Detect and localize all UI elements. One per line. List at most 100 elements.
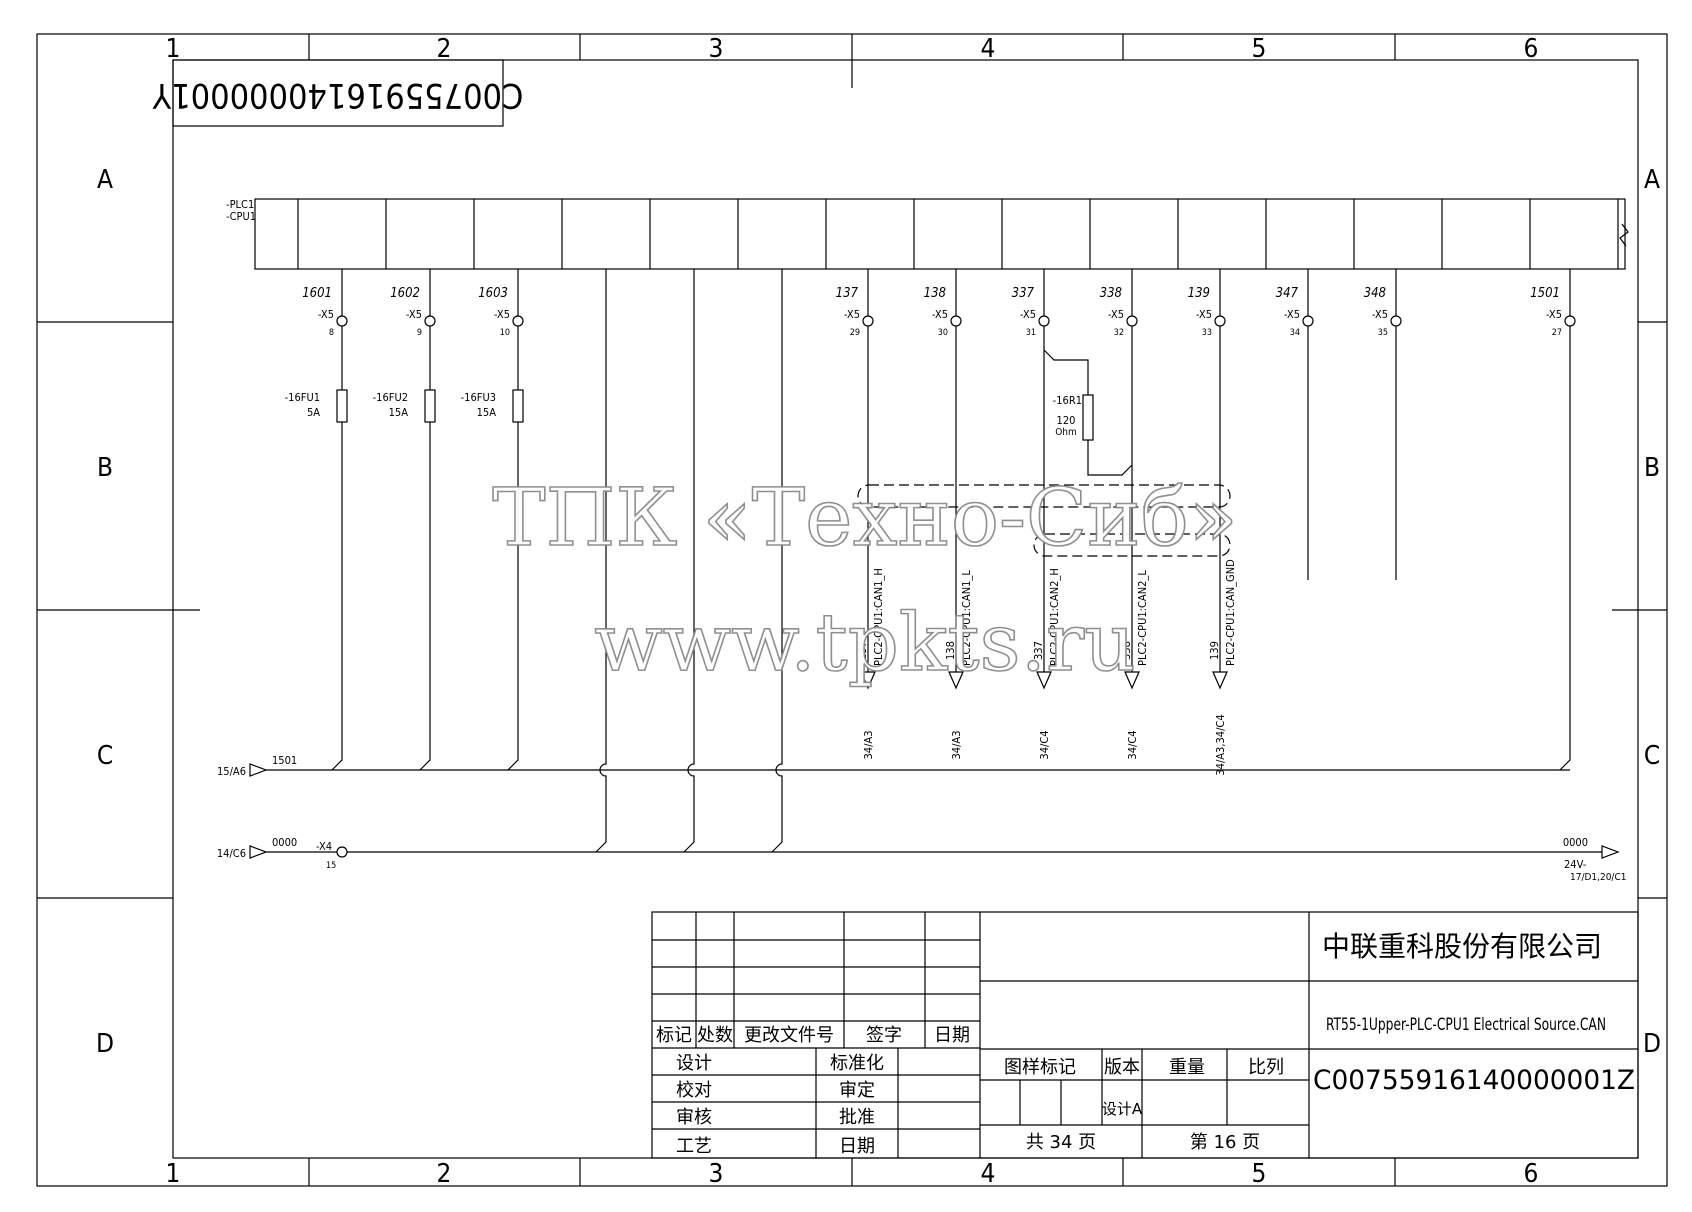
label-check: 校对: [676, 1080, 712, 1101]
column-label-top: 5: [1252, 34, 1267, 64]
watermark-line2: www.tpkts.ru: [594, 596, 1136, 689]
wire-number: 347: [1276, 286, 1299, 301]
fuse-symbol: [336, 389, 348, 423]
wire-number: 337: [1012, 286, 1035, 301]
bus-out-ref: 17/D1,20/C1: [1570, 872, 1626, 883]
drawing-number: C00755916140000001Z: [1313, 1065, 1635, 1096]
attr-weight: 重量: [1169, 1057, 1205, 1078]
terminal-pin: 9: [417, 328, 422, 338]
row-label-right: C: [1644, 741, 1660, 771]
attr-drawing-mark: 图样标记: [1004, 1057, 1076, 1078]
wire-segment: [595, 269, 607, 853]
terminal-circle: [862, 315, 874, 327]
version-value: 设计A: [1102, 1100, 1143, 1118]
wire-segment: [1559, 326, 1571, 771]
drawing-title: RT55-1Upper-PLC-CPU1 Electrical Source.C…: [1326, 1015, 1606, 1035]
terminal-name: -X5: [1108, 308, 1124, 321]
terminal-circle: [336, 315, 348, 327]
wire-number: 348: [1364, 286, 1386, 301]
wire-segment: [771, 269, 783, 853]
cable-shield: [1033, 533, 1231, 557]
attr-version: 版本: [1104, 1057, 1140, 1078]
rev-header-mark: 标记: [656, 1025, 692, 1046]
fuse-rating: 15A: [477, 406, 497, 419]
terminal-circle: [1564, 315, 1576, 327]
row-label-right: D: [1643, 1029, 1661, 1059]
terminal-circle: [1302, 315, 1314, 327]
terminal-name: -X5: [1546, 308, 1562, 321]
terminal-name: -X5: [1196, 308, 1212, 321]
label-review: 审核: [676, 1107, 712, 1128]
terminal-name: -X5: [318, 308, 334, 321]
terminal-name: -X5: [406, 308, 422, 321]
signal-label: PLC2-CPU1:CAN1_H: [872, 568, 885, 666]
page-number: 第 16 页: [1190, 1132, 1260, 1153]
wire-number: 338: [1100, 286, 1122, 301]
label-audit: 审定: [839, 1080, 875, 1101]
terminal-pin: 8: [329, 328, 334, 338]
signal-arrow: [948, 671, 964, 690]
label-process: 工艺: [676, 1136, 712, 1157]
terminal-pin: 29: [850, 328, 860, 338]
column-label-bottom: 1: [166, 1159, 181, 1189]
column-label-top: 6: [1524, 34, 1539, 64]
signal-ref: 34/A3,34/C4: [1214, 714, 1227, 775]
bus-wire: 1501: [272, 754, 297, 767]
terminal-circle: [512, 315, 524, 327]
wire-number: 1603: [478, 286, 508, 301]
resistor-unit: Ohm: [1055, 427, 1077, 438]
terminal-name: -X5: [1284, 308, 1300, 321]
terminal-name: -X5: [494, 308, 510, 321]
attr-scale: 比列: [1248, 1057, 1284, 1078]
wire-number: 1601: [302, 286, 332, 301]
bus-ref: 14/C6: [217, 847, 246, 860]
wire-segment: [683, 269, 695, 853]
bus-out-wire: 0000: [1563, 836, 1588, 849]
fuse-name: -16FU1: [285, 391, 320, 404]
stamp-top: C00755916140000001Y: [152, 75, 523, 115]
signal-number: 138: [944, 641, 957, 660]
signal-label: PLC2-CPU1:CAN2_L: [1136, 570, 1149, 666]
label-date: 日期: [839, 1136, 875, 1157]
signal-ref: 34/A3: [862, 731, 875, 760]
signal-label: PLC2-CPU1:CAN1_L: [960, 570, 973, 666]
plc-label-2: -CPU1: [226, 210, 256, 223]
wire-number: 1602: [390, 286, 420, 301]
signal-ref: 34/A3: [950, 731, 963, 760]
terminal-name: -X5: [1020, 308, 1036, 321]
row-ticks: [37, 321, 1667, 899]
signal-label: PLC2-CPU1:CAN2_H: [1048, 568, 1061, 666]
signal-label: PLC2-CPU1:CAN_GND: [1224, 559, 1237, 666]
terminal-name: -X5: [932, 308, 948, 321]
cable-shield: [857, 484, 1231, 508]
terminal-circle: [336, 846, 348, 858]
terminal-pin: 15: [326, 861, 336, 871]
terminal-circle: [424, 315, 436, 327]
label-design: 设计: [676, 1053, 712, 1074]
wire-segment: [507, 422, 519, 771]
label-approve: 批准: [839, 1107, 875, 1128]
rev-header-date: 日期: [934, 1025, 970, 1046]
terminal-name: -X5: [844, 308, 860, 321]
fuse-rating: 5A: [307, 406, 320, 419]
terminal-circle: [1038, 315, 1050, 327]
plc-slots: [297, 199, 1629, 269]
wire-number: 138: [924, 286, 946, 301]
row-label-right: B: [1644, 453, 1660, 483]
terminal-pin: 30: [938, 328, 948, 338]
terminal-circle: [1390, 315, 1402, 327]
total-pages: 共 34 页: [1026, 1132, 1096, 1153]
signal-number: 137: [856, 641, 869, 660]
terminal-circle: [1214, 315, 1226, 327]
rev-header-count: 处数: [697, 1025, 733, 1046]
bus-arrow-in: [249, 763, 268, 777]
stamp-box: [172, 59, 504, 127]
terminal-pin: 31: [1026, 328, 1036, 338]
resistor-value: 120: [1057, 414, 1076, 427]
terminal-pin: 32: [1114, 328, 1124, 338]
row-label-left: A: [97, 165, 113, 195]
terminal-circle: [950, 315, 962, 327]
watermark-line1: ТПК «Техно-Сиб»: [492, 471, 1237, 564]
signal-arrow: [1212, 671, 1228, 690]
